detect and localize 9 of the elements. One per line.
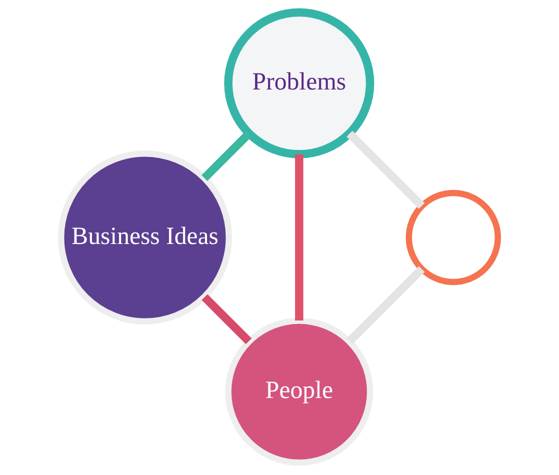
connector [202, 294, 252, 344]
node-circle: Problems [224, 8, 374, 158]
connector [346, 266, 425, 344]
node-circle [406, 190, 501, 286]
node-circle: Business Ideas [58, 150, 232, 324]
connector [346, 130, 425, 209]
node-circle: People [225, 318, 374, 466]
connector [295, 154, 304, 321]
connector [202, 130, 252, 181]
